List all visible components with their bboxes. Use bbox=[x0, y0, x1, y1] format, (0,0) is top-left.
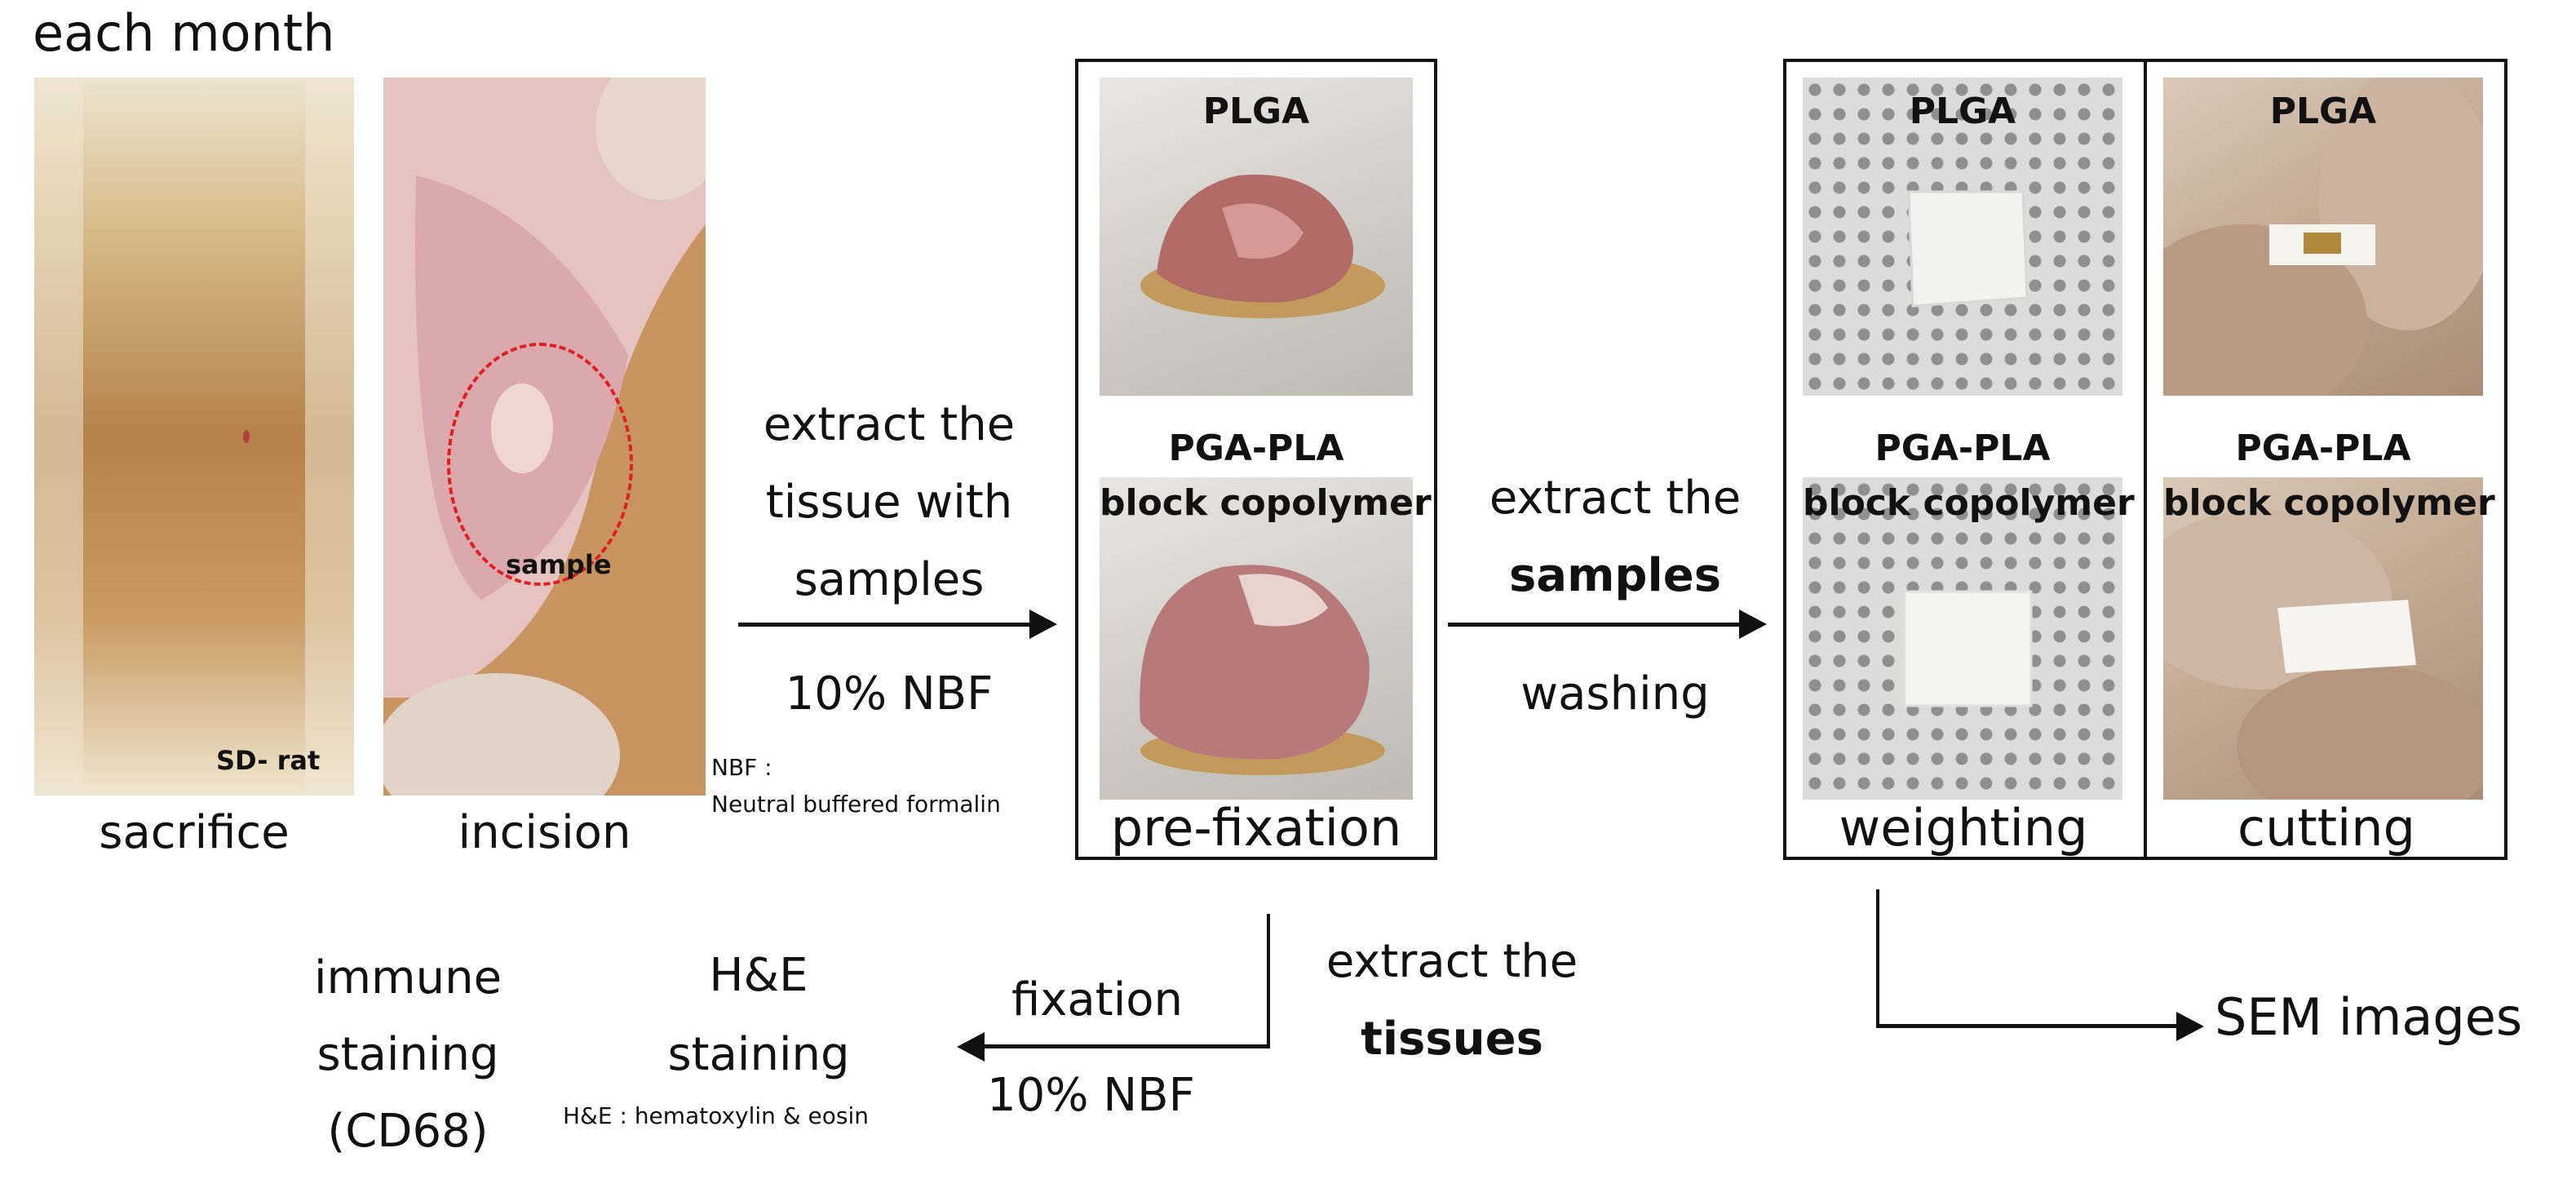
sem-images-label: SEM images bbox=[2215, 987, 2523, 1047]
extract-samples-line2: samples bbox=[1508, 549, 1722, 602]
weighting-pgapla-line1: PGA-PLA bbox=[1874, 428, 2051, 469]
he-staining-line2: staining bbox=[667, 1028, 850, 1081]
arrow-to-prefixation bbox=[738, 623, 1032, 627]
prefixation-box bbox=[1075, 59, 1437, 860]
extract-tissue-line3: samples bbox=[794, 553, 985, 606]
cutting-label: cutting bbox=[2237, 798, 2415, 858]
he-definition: H&E : hematoxylin & eosin bbox=[563, 1102, 870, 1129]
nbf-10-label-a: 10% NBF bbox=[785, 667, 994, 720]
weighting-pgapla-photo bbox=[1803, 477, 2122, 800]
rat-back-photo bbox=[34, 78, 354, 796]
arrow-to-he bbox=[983, 1044, 1270, 1048]
prefixation-plga-label: PLGA bbox=[1202, 91, 1310, 132]
sacrifice-label: sacrifice bbox=[99, 806, 290, 859]
fixation-branch-vertical bbox=[1267, 914, 1270, 1048]
incision-photo bbox=[383, 78, 706, 796]
sem-branch-vertical bbox=[1876, 889, 1879, 1028]
arrow-to-weighting bbox=[1448, 623, 1742, 627]
arrow-to-prefixation-head bbox=[1029, 610, 1057, 639]
immune-staining-line3: (CD68) bbox=[327, 1105, 489, 1158]
extract-tissues-line1: extract the bbox=[1326, 935, 1578, 988]
weighting-label: weighting bbox=[1839, 798, 2088, 858]
prefixation-pgapla-line1: PGA-PLA bbox=[1168, 428, 1344, 469]
sample-label: sample bbox=[506, 549, 612, 580]
prefixation-label: pre-fixation bbox=[1110, 798, 1402, 858]
extract-tissue-line1: extract the bbox=[763, 398, 1016, 451]
immune-staining-line1: immune bbox=[313, 951, 502, 1004]
prefixation-pgapla-photo bbox=[1100, 477, 1413, 800]
immune-staining-line2: staining bbox=[316, 1028, 499, 1081]
weighting-pgapla-line2: block copolymer bbox=[1803, 482, 2135, 524]
each-month-label: each month bbox=[33, 3, 335, 63]
cutting-plga-label: PLGA bbox=[2269, 91, 2377, 132]
sample-highlight-circle bbox=[447, 343, 633, 586]
arrow-to-he-head bbox=[957, 1032, 985, 1062]
incision-label: incision bbox=[458, 806, 631, 859]
nbf-def-line1: NBF : bbox=[711, 754, 772, 781]
extract-tissue-line2: tissue with bbox=[765, 476, 1013, 529]
arrow-to-sem bbox=[1876, 1024, 2178, 1028]
weighting-plga-label: PLGA bbox=[1909, 91, 2016, 132]
prefixation-pgapla-line2: block copolymer bbox=[1100, 482, 1432, 524]
nbf-def-line2: Neutral buffered formalin bbox=[711, 791, 1001, 818]
weighting-plga-photo bbox=[1803, 78, 2122, 396]
extract-samples-line1: extract the bbox=[1489, 472, 1742, 525]
cutting-plga-photo bbox=[2163, 78, 2483, 396]
washing-label: washing bbox=[1520, 667, 1710, 720]
prefixation-plga-photo bbox=[1100, 78, 1413, 396]
fixation-label: fixation bbox=[1011, 973, 1183, 1026]
sd-rat-label: SD- rat bbox=[216, 745, 321, 776]
he-staining-line1: H&E bbox=[709, 949, 808, 1002]
extract-tissues-line2: tissues bbox=[1361, 1013, 1543, 1066]
cutting-pgapla-photo bbox=[2163, 477, 2483, 800]
cutting-pgapla-line2: block copolymer bbox=[2163, 482, 2495, 524]
arrow-to-weighting-head bbox=[1739, 610, 1767, 639]
weighting-cutting-divider bbox=[2144, 59, 2147, 860]
arrow-to-sem-head bbox=[2176, 1012, 2204, 1041]
cutting-pgapla-line1: PGA-PLA bbox=[2235, 428, 2411, 469]
nbf-10-label-b: 10% NBF bbox=[987, 1069, 1195, 1122]
